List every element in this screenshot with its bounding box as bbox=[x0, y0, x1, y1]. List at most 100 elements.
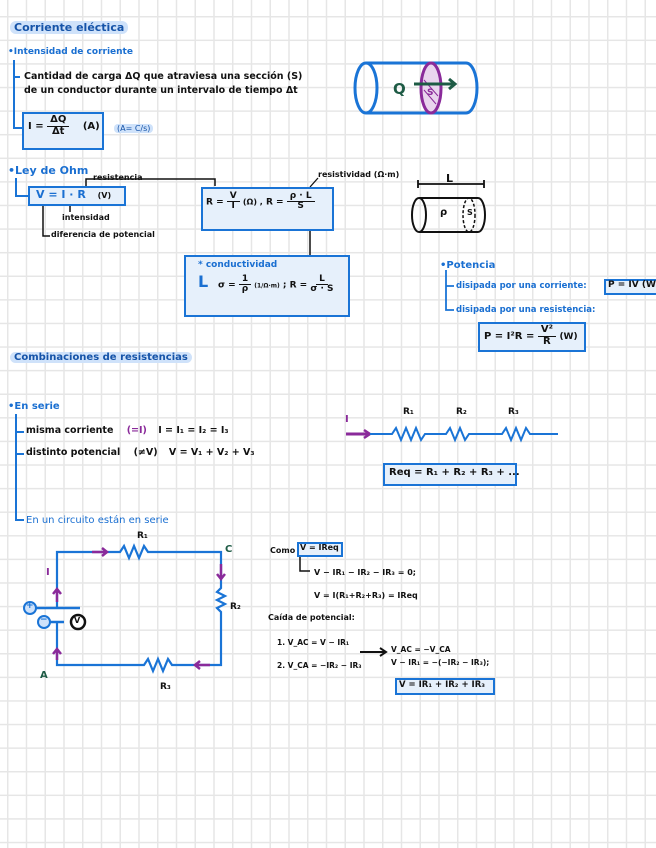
conductivity-box bbox=[184, 255, 350, 317]
item2-label: distinto potencial bbox=[26, 447, 121, 458]
power-formula-1: P = IV (W) bbox=[608, 280, 656, 290]
serie-title-text: En serie bbox=[14, 401, 60, 412]
r-lhs: R = bbox=[206, 197, 224, 208]
req-formula-box bbox=[383, 463, 517, 486]
r2-den: S bbox=[297, 201, 304, 212]
item1-label: misma corriente bbox=[26, 425, 114, 436]
ohm-title: •Ley de Ohm bbox=[8, 164, 89, 177]
node-a-label: A bbox=[40, 670, 48, 681]
analysis-line-1: V − IR₁ − IR₂ − IR₃ = 0; bbox=[314, 568, 416, 577]
denominator: Δt bbox=[51, 125, 65, 137]
label-diferencia-potencial: diferencia de potencial bbox=[51, 230, 155, 239]
series-r1-label: R₁ bbox=[403, 407, 414, 417]
section-label: S bbox=[427, 88, 434, 98]
node-c-label: C bbox=[225, 544, 233, 555]
circuit-r3-label: R₃ bbox=[160, 682, 171, 692]
section-title-corriente: Corriente eléctica bbox=[10, 21, 129, 34]
step-2: 2. V_CA = −IR₂ − IR₃ bbox=[277, 661, 362, 670]
r-den: I bbox=[231, 201, 235, 212]
ohm-formula-text: V = I · R bbox=[36, 188, 86, 201]
sigma-den: ρ bbox=[241, 284, 249, 295]
wire-length-label: L bbox=[446, 172, 454, 185]
definition-line-2: de un conductor durante un intervalo de … bbox=[24, 85, 298, 96]
conductivity-title: * conductividad bbox=[198, 260, 278, 270]
ohm-unit: (V) bbox=[97, 191, 112, 200]
r-unit: (Ω) , bbox=[242, 197, 263, 207]
sigma-unit: (1/Ω·m) bbox=[254, 282, 280, 290]
power-line-2: disipada por una resistencia: bbox=[456, 305, 596, 315]
power-title-text: Potencia bbox=[446, 260, 496, 271]
unit-note: (A= C/s) bbox=[114, 124, 154, 133]
conductivity-arrow-icon: L bbox=[198, 272, 209, 291]
circuit-title: En un circuito están en serie bbox=[26, 515, 169, 526]
definition-text: Cantidad de carga ΔQ que atraviesa una s… bbox=[24, 70, 302, 98]
p2-num: V² bbox=[537, 324, 556, 337]
r3-den: σ · S bbox=[310, 284, 334, 295]
ohm-title-text: Ley de Ohm bbox=[15, 164, 89, 177]
final-formula: V = IR₁ + IR₂ + IR₃ bbox=[399, 680, 485, 690]
item1-symbol: (=I) bbox=[126, 425, 147, 436]
resistance-formula-box bbox=[201, 187, 334, 231]
section-title-combinaciones: Combinaciones de resistencias bbox=[10, 352, 192, 363]
item2-formula: V = V₁ + V₂ + V₃ bbox=[168, 447, 255, 458]
wire-section-label: S bbox=[467, 208, 473, 217]
unit: (A) bbox=[82, 121, 100, 132]
r2-num: ρ · L bbox=[286, 191, 315, 203]
circuit-r1-label: R₁ bbox=[137, 531, 148, 541]
numerator: ΔQ bbox=[47, 114, 70, 127]
current-formula-box bbox=[22, 112, 104, 150]
series-circuit-diagram bbox=[23, 543, 228, 674]
wire-diagram-icon bbox=[411, 180, 486, 233]
r2-lhs: R = bbox=[265, 197, 284, 208]
power-title: •Potencia bbox=[440, 260, 496, 271]
item2-symbol: (≠V) bbox=[133, 447, 158, 458]
como-label: Como bbox=[270, 546, 296, 555]
analysis-line-2: V = I(R₁+R₂+R₃) = IReq bbox=[314, 591, 418, 600]
circuit-r2-label: R₂ bbox=[230, 602, 241, 612]
series-r2-label: R₂ bbox=[456, 407, 467, 417]
arrow-result-1: V_AC = −V_CA bbox=[391, 645, 451, 654]
req-formula: Req = R₁ + R₂ + R₃ + ... bbox=[389, 467, 520, 478]
item1-formula: I = I₁ = I₂ = I₃ bbox=[158, 425, 229, 436]
r3-num: L bbox=[316, 274, 328, 286]
minus-terminal: − bbox=[40, 615, 48, 625]
caida-label: Caída de potencial: bbox=[268, 613, 355, 622]
series-current-label: I bbox=[345, 414, 349, 425]
charge-label: Q bbox=[393, 80, 406, 98]
como-formula-box bbox=[297, 542, 343, 557]
serie-title: •En serie bbox=[8, 401, 60, 412]
sigma-lhs: σ = bbox=[218, 280, 236, 291]
formula-lhs: I = bbox=[28, 121, 44, 132]
conductor-cylinder-icon bbox=[353, 61, 479, 115]
ohm-formula-box bbox=[28, 186, 126, 206]
r3-lhs: ; R = bbox=[282, 280, 308, 291]
plus-terminal: + bbox=[26, 601, 34, 611]
power-formula-1-box bbox=[604, 279, 656, 295]
series-resistors-diagram bbox=[346, 425, 558, 443]
r-num: V bbox=[226, 191, 240, 203]
p2-unit: (W) bbox=[559, 332, 578, 342]
arrow-result-2: V − IR₁ = −(−IR₂ − IR₃); bbox=[391, 658, 490, 667]
source-label: V bbox=[74, 616, 81, 625]
label-resistencia: resistencia bbox=[93, 173, 143, 182]
wire-rho-label: ρ bbox=[440, 207, 448, 218]
final-formula-box bbox=[395, 678, 495, 695]
como-formula: V = IReq bbox=[300, 543, 339, 552]
series-r3-label: R₃ bbox=[508, 407, 519, 417]
step-1: 1. V_AC = V − IR₁ bbox=[277, 638, 350, 647]
power-line-1: disipada por una corriente: bbox=[456, 281, 587, 291]
definition-line-1: Cantidad de carga ΔQ que atraviesa una s… bbox=[24, 71, 303, 82]
circuit-current-label: I bbox=[46, 567, 50, 578]
p2-lhs: P = I²R = bbox=[484, 331, 535, 342]
conductivity-title-text: conductividad bbox=[205, 260, 278, 270]
label-resistividad: resistividad (Ω·m) bbox=[318, 170, 400, 179]
